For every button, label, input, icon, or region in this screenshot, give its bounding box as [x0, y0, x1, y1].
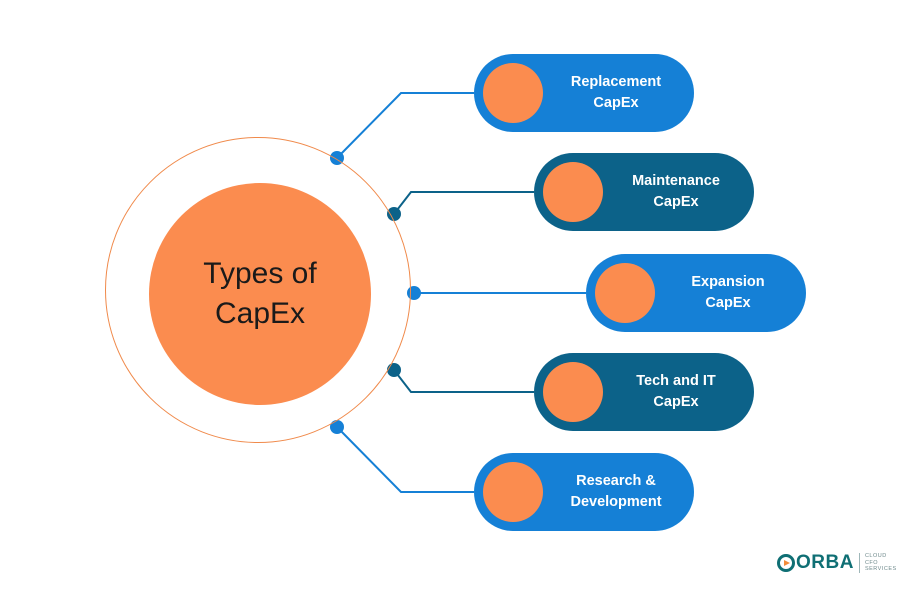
- pill-label: Tech and IT CapEx: [636, 373, 716, 410]
- pill-label: Maintenance CapEx: [632, 173, 720, 210]
- logo-tagline: CLOUD CFO SERVICES: [864, 553, 897, 573]
- pill-label: Replacement CapEx: [570, 74, 662, 111]
- pill-label: Research & Development: [570, 473, 662, 510]
- center-circle: Types of CapEx: [149, 183, 371, 405]
- outer-ring: [105, 137, 411, 443]
- type-tech-it-capex: Tech and IT CapEx: [534, 353, 754, 431]
- pill-label: Expansion CapEx: [691, 274, 765, 311]
- type-replacement-capex: Replacement CapEx: [474, 54, 694, 132]
- logo-name: ORBA: [796, 552, 854, 573]
- connector-node-research: [330, 420, 344, 434]
- type-research-development: Research & Development: [474, 453, 694, 531]
- type-maintenance-capex: Maintenance CapEx: [534, 153, 754, 231]
- orba-logo-icon: [777, 554, 795, 572]
- pill-dot: [483, 462, 543, 522]
- connector-tech-it: [393, 369, 534, 393]
- connector-replacement: [336, 92, 474, 159]
- orba-logo: ORBA CLOUD CFO SERVICES: [777, 549, 900, 577]
- pill-dot: [543, 162, 603, 222]
- logo-divider: [858, 553, 860, 573]
- pill-dot: [595, 263, 655, 323]
- pill-dot: [483, 63, 543, 123]
- center-title: Types of CapEx: [203, 257, 317, 330]
- connector-maintenance: [393, 191, 534, 215]
- pill-dot: [543, 362, 603, 422]
- connector-research: [336, 426, 474, 493]
- type-expansion-capex: Expansion CapEx: [586, 254, 806, 332]
